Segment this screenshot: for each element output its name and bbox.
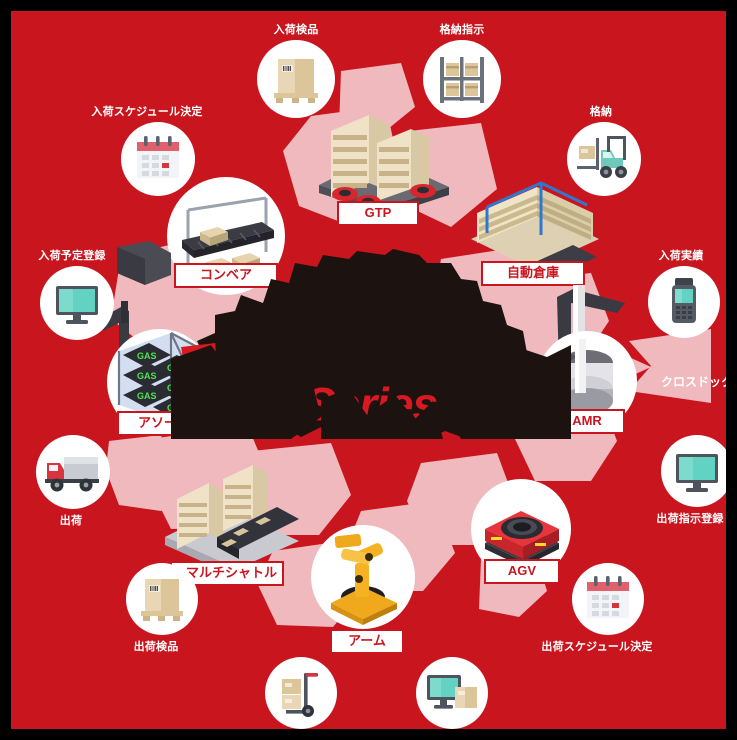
svg-text:GAS: GAS (167, 363, 187, 373)
caption-inbound-plan-registration: 入荷予定登録 (38, 250, 106, 262)
node-allocation[interactable]: 引当 (413, 657, 489, 729)
calendar-icon (136, 136, 179, 178)
multishuttle-illustration (159, 459, 305, 569)
inbound-inspection-circle (257, 40, 335, 118)
caption-shipping-inspection: 出荷検品 (133, 641, 179, 653)
node-arm[interactable] (311, 525, 415, 629)
caption-inbound-schedule: 入荷スケジュール決定 (91, 106, 203, 118)
gtp-illustration (299, 103, 459, 213)
pallet-box-icon (274, 59, 318, 103)
putaway-instruction-circle (423, 40, 501, 118)
node-putaway[interactable]: 格納 (559, 103, 643, 196)
flow-label-cross-dock: クロスドック (661, 375, 726, 389)
picking-circle (264, 657, 337, 729)
node-ship-instruction[interactable]: 出荷指示登録 (641, 435, 726, 526)
node-inbound-schedule[interactable]: 入荷スケジュール決定 (89, 103, 205, 196)
arm-circle (311, 525, 415, 629)
rack-shelf-icon (440, 57, 484, 103)
node-inbound-inspection[interactable]: 入荷検品 (249, 21, 343, 118)
hand-truck-icon (281, 673, 318, 717)
svg-text:GAS: GAS (167, 383, 187, 393)
shipping-circle (35, 435, 110, 509)
putaway-circle (566, 122, 641, 196)
caption-putaway-instruction: 格納指示 (439, 24, 485, 36)
svg-text:GAS: GAS (137, 391, 157, 401)
node-inbound-plan-registration[interactable]: 入荷予定登録 (25, 247, 119, 340)
inbound-result-circle (648, 266, 720, 338)
calendar-icon (587, 576, 629, 618)
monitor-box-icon (427, 675, 477, 709)
node-putaway-instruction[interactable]: 格納指示 (416, 21, 508, 118)
equipment-label-gtp[interactable]: GTP (337, 201, 419, 226)
node-shipping[interactable]: 出荷 (31, 435, 111, 528)
caption-shipping: 出荷 (59, 515, 83, 527)
conveyor-chute (115, 239, 177, 289)
allocation-circle (416, 657, 488, 729)
equipment-label-amr[interactable]: AMR (549, 409, 625, 434)
handheld-scanner-icon (672, 278, 696, 323)
monitor-icon (675, 454, 718, 492)
pallet-box-icon (140, 579, 183, 621)
monitor-icon (56, 286, 98, 324)
node-ship-schedule[interactable]: 出荷スケジュール決定 (539, 563, 655, 654)
ship-instruction-circle (660, 435, 726, 507)
node-picking[interactable]: ピッキング (251, 657, 341, 729)
svg-text:GAS: GAS (137, 351, 157, 361)
equipment-label-assort[interactable]: アソート (117, 411, 211, 436)
node-inbound-result[interactable]: 入荷実績 (639, 247, 723, 338)
equipment-label-conveyor[interactable]: コンベア (174, 263, 278, 288)
caption-inbound-inspection: 入荷検品 (273, 24, 319, 36)
forklift-icon (576, 136, 627, 178)
caption-ship-instruction: 出荷指示登録 (656, 513, 724, 525)
equipment-label-agv[interactable]: AGV (484, 559, 560, 584)
svg-text:GAS: GAS (137, 371, 157, 381)
equipment-label-arm[interactable]: アーム (330, 629, 404, 654)
inbound-schedule-circle (120, 122, 195, 196)
caption-inbound-result: 入荷実績 (658, 250, 704, 262)
node-shipping-inspection[interactable]: 出荷検品 (109, 563, 203, 654)
caption-ship-schedule: 出荷スケジュール決定 (541, 641, 653, 653)
caption-putaway: 格納 (589, 106, 613, 118)
truck-icon (44, 457, 99, 492)
inbound-plan-registration-circle (40, 266, 114, 340)
ship-schedule-circle (572, 563, 644, 635)
shipping-inspection-circle (125, 563, 198, 635)
diagram-canvas: GTP (11, 11, 726, 729)
